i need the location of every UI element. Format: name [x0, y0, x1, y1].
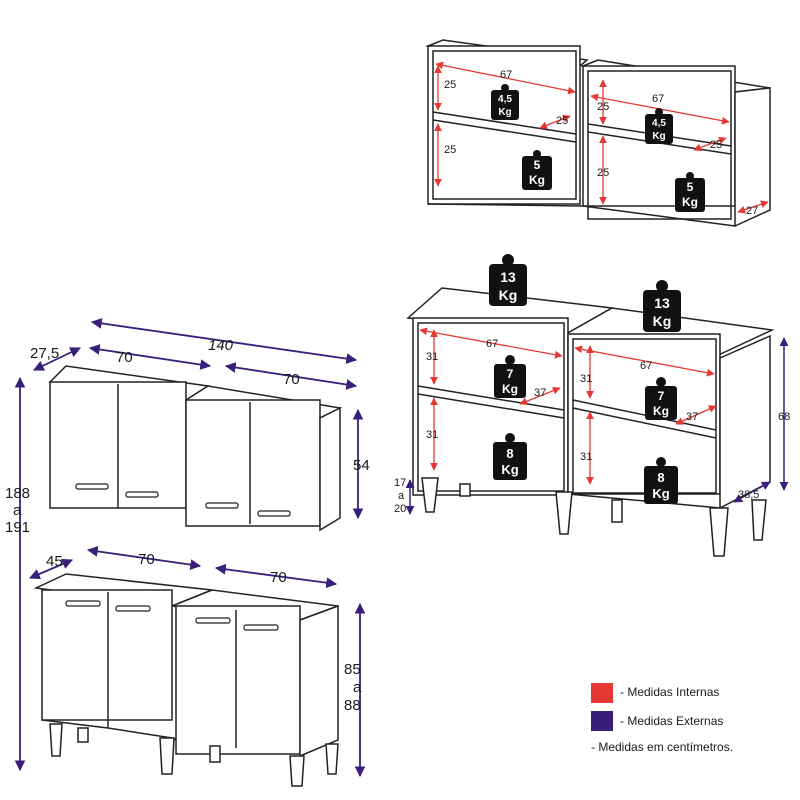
weight-unit: Kg — [498, 107, 511, 118]
weight-unit: Kg — [529, 173, 545, 187]
upper-left-shelf-depth: 25 — [556, 115, 568, 127]
weight-unit: Kg — [653, 313, 672, 329]
lower-left-top-height: 31 — [426, 351, 438, 363]
legend-internal: - Medidas Internas — [620, 685, 720, 699]
wall-left-width: 70 — [116, 349, 133, 366]
legend-external: - Medidas Externas — [620, 714, 724, 728]
lower-right-top-height: 31 — [580, 373, 592, 385]
upper-right-shelf-depth: 25 — [710, 139, 722, 151]
weight-unit: Kg — [501, 462, 518, 477]
weight-icon: 13 Kg — [643, 280, 681, 332]
weight-icon: 5 Kg — [522, 150, 552, 190]
weight-unit: Kg — [502, 382, 518, 396]
leg-height-sep: a — [398, 490, 405, 502]
lower-left-bottom-height: 31 — [426, 429, 438, 441]
lower-shelf-external-dims — [405, 337, 789, 515]
lower-right-shelf-depth: 37 — [686, 411, 698, 423]
weight-icon: 8 Kg — [644, 457, 678, 504]
weight-unit: Kg — [682, 195, 698, 209]
floor-cabinet-external-dims — [29, 546, 366, 778]
weight-value: 13 — [500, 269, 516, 285]
wall-cabinet-external-dims — [14, 318, 364, 772]
wall-depth: 27,5 — [30, 345, 59, 362]
overall-height-max: 191 — [5, 519, 30, 536]
upper-right-top-height: 25 — [597, 101, 609, 113]
upper-shelf-labels: 67 67 25 25 25 25 25 25 27 — [444, 69, 758, 217]
lower-total-height: 68 — [778, 411, 790, 423]
weight-icon: 7 Kg — [494, 355, 526, 398]
weight-unit: Kg — [652, 486, 669, 501]
lower-right-bottom-height: 31 — [580, 451, 592, 463]
weight-value: 5 — [687, 180, 694, 194]
weight-value: 8 — [657, 470, 664, 485]
weight-value: 4,5 — [498, 94, 512, 105]
weight-icon: 5 Kg — [675, 172, 705, 212]
upper-right-bottom-height: 25 — [597, 167, 609, 179]
wall-cabinet-labels: 140 27,5 70 70 54 188 a 191 — [5, 337, 370, 536]
weight-icon: 4,5 Kg — [645, 108, 673, 144]
upper-left-top-height: 25 — [444, 79, 456, 91]
floor-cabinet-unit — [33, 573, 339, 787]
wall-right-width: 70 — [283, 371, 300, 388]
weight-value: 13 — [654, 295, 670, 311]
floor-depth: 45 — [46, 553, 63, 570]
lower-left-width: 67 — [486, 338, 498, 350]
legend-note: - Medidas em centímetros. — [591, 740, 734, 754]
weight-icon: 4,5 Kg — [491, 84, 519, 120]
upper-left-width: 67 — [500, 69, 512, 81]
floor-height-min: 85 — [344, 661, 361, 678]
weight-icon: 8 Kg — [493, 433, 527, 480]
weight-value: 5 — [534, 158, 541, 172]
upper-outer-depth: 27 — [746, 205, 758, 217]
floor-right-width: 70 — [270, 569, 287, 586]
upper-left-bottom-height: 25 — [444, 144, 456, 156]
lower-shelf-labels: 67 67 31 31 31 31 37 37 68 38,5 17 a 20 — [394, 338, 790, 515]
floor-cabinet-labels: 45 70 70 85 a 88 — [46, 551, 362, 714]
lower-right-width: 67 — [640, 360, 652, 372]
upper-shelf-internal-dims — [434, 61, 769, 214]
lower-shelf-internal-dims — [419, 327, 717, 485]
weight-value: 8 — [506, 446, 513, 461]
weight-icon: 13 Kg — [489, 254, 527, 306]
weight-value: 4,5 — [652, 118, 666, 129]
wall-height: 54 — [353, 457, 370, 474]
floor-height-max: 88 — [344, 697, 361, 714]
internal-color-swatch — [591, 683, 613, 703]
leg-height-min: 17 — [394, 477, 406, 489]
upper-right-width: 67 — [652, 93, 664, 105]
lower-left-shelf-depth: 37 — [534, 387, 546, 399]
external-color-swatch — [591, 711, 613, 731]
lower-depth: 38,5 — [738, 489, 759, 501]
weight-icon: 7 Kg — [645, 377, 677, 420]
floor-height-sep: a — [353, 679, 362, 696]
weight-unit: Kg — [652, 131, 665, 142]
upper-open-shelf-unit — [425, 39, 771, 228]
leg-height-max: 20 — [394, 503, 406, 515]
weight-unit: Kg — [499, 287, 518, 303]
floor-left-width: 70 — [138, 551, 155, 568]
weight-value: 7 — [658, 389, 665, 403]
overall-height-min: 188 — [5, 485, 30, 502]
overall-height-sep: a — [13, 502, 22, 519]
wall-cabinet-unit — [48, 365, 343, 532]
weight-value: 7 — [507, 367, 514, 381]
weight-unit: Kg — [653, 404, 669, 418]
wall-total-width: 140 — [208, 337, 234, 354]
